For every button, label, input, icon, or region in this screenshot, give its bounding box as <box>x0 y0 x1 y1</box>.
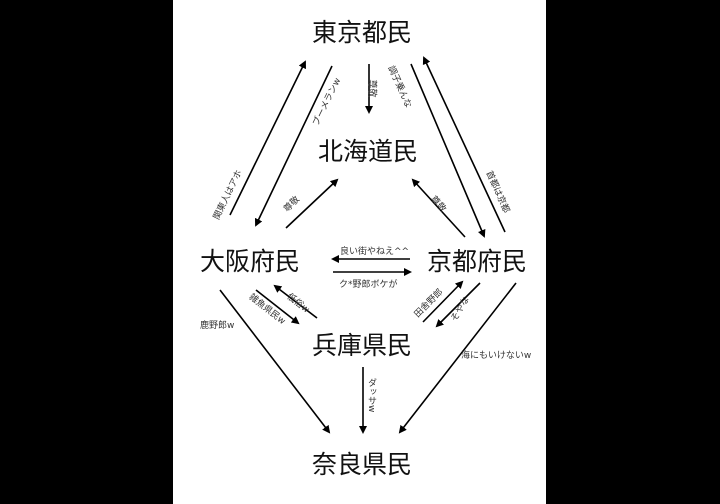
node-hokkaido: 北海道民 <box>317 137 419 166</box>
arrow-kyoto-to-hokkaido <box>411 178 466 238</box>
arrow-kyoto-to-tokyo <box>422 56 506 233</box>
label-hyogo-to-nara: ダッサw <box>366 378 376 413</box>
diagram-panel <box>173 0 546 504</box>
arrow-hyogo-to-osaka <box>273 284 318 319</box>
label-tokyo-to-hokkaido: 尊敬 <box>366 79 377 98</box>
arrow-kyoto-to-nara <box>398 282 517 434</box>
arrow-kyoto-to-hyogo <box>435 282 481 328</box>
arrow-tokyo-to-osaka <box>254 65 333 227</box>
label-kyoto-to-osaka: 良い街やねえ^^ <box>340 247 410 257</box>
node-osaka: 大阪府民 <box>199 247 301 276</box>
node-kyoto: 京都府民 <box>426 247 528 276</box>
label-osaka-to-nara: 鹿野郎w <box>200 321 235 331</box>
arrow-tokyo-to-kyoto <box>410 63 486 238</box>
node-tokyo: 東京都民 <box>311 18 413 47</box>
node-hyogo: 兵庫県民 <box>311 331 413 360</box>
arrow-osaka-to-hokkaido <box>285 178 339 229</box>
label-kyoto-to-nara: 海にもいけないw <box>461 351 532 361</box>
node-nara: 奈良県民 <box>311 450 413 479</box>
arrow-osaka-to-hyogo <box>255 289 300 325</box>
arrow-osaka-to-tokyo <box>229 60 306 216</box>
label-osaka-to-kyoto: ク*野郎ボケが <box>339 280 398 290</box>
arrow-osaka-to-nara <box>219 289 331 434</box>
arrow-hyogo-to-kyoto <box>422 280 464 323</box>
